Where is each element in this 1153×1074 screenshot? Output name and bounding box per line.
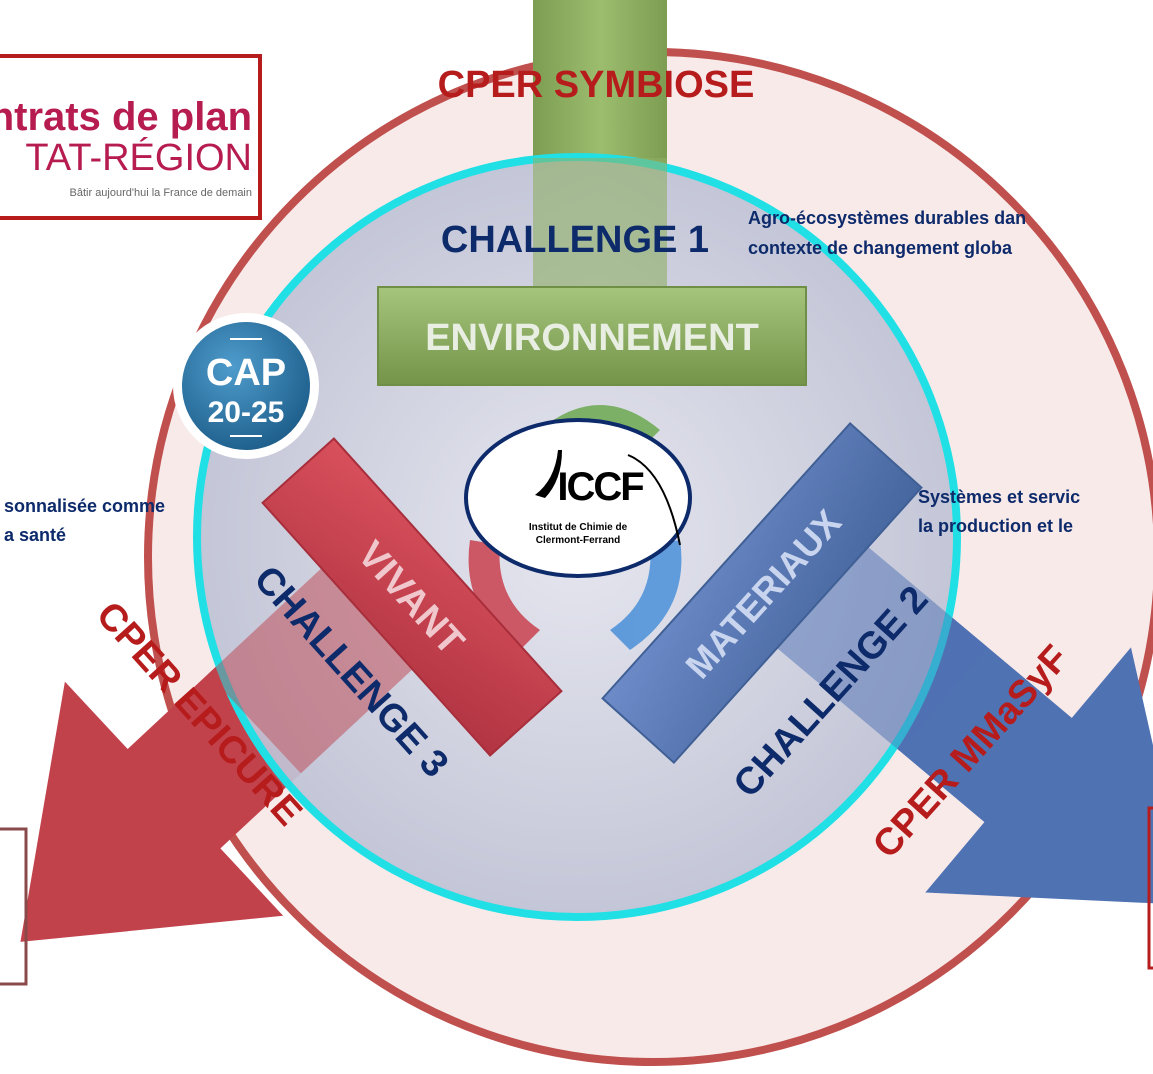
contrats-logo: ntrats de plan TAT-RÉGION Bâtir aujourd'… [0, 54, 262, 220]
cap-line2: 20-25 [208, 396, 285, 429]
challenge-3-desc-line2: a santé [4, 525, 66, 545]
environment-bar [377, 286, 807, 386]
right-partial-box [1147, 806, 1153, 970]
cper-symbiose-label: CPER SYMBIOSE [438, 64, 755, 106]
left-partial-box [0, 827, 28, 986]
challenge-2-desc-line1: Systèmes et servic [918, 487, 1080, 507]
challenge-1-desc-line1: Agro-écosystèmes durables dan [748, 208, 1026, 228]
cap-line1: CAP [206, 352, 286, 394]
environment-label: ENVIRONNEMENT [425, 317, 759, 359]
logo-tagline: Bâtir aujourd'hui la France de demain [70, 187, 252, 199]
challenge-1-label: CHALLENGE 1 [441, 219, 709, 261]
challenge-3-desc-line1: sonnalisée comme [4, 496, 165, 516]
challenge-2-desc-line2: la production et le [918, 516, 1073, 536]
iccf-wordmark: ICCF [557, 465, 643, 509]
challenge-1-desc-line2: contexte de changement globa [748, 238, 1013, 258]
iccf-line2: Clermont-Ferrand [536, 535, 620, 546]
iccf-logo: ICCF Institut de Chimie de Clermont-Ferr… [464, 418, 692, 578]
iccf-line1: Institut de Chimie de [529, 522, 628, 533]
cap-badge: CAP 20-25 [173, 313, 319, 459]
logo-line1: ntrats de plan [0, 95, 252, 139]
logo-line2: TAT-RÉGION [25, 136, 252, 179]
